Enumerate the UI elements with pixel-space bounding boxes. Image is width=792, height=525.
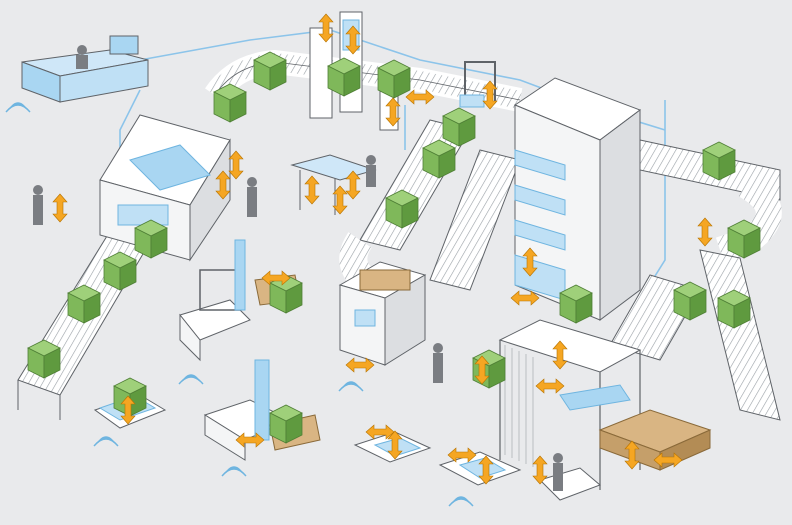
control-desk xyxy=(5,35,149,113)
workstation-cage xyxy=(498,319,642,490)
forklift-lower xyxy=(203,359,321,461)
shuttle-box xyxy=(338,261,427,366)
high-bay-storage xyxy=(513,77,642,321)
workers xyxy=(33,177,563,491)
processing-machine xyxy=(99,114,231,262)
